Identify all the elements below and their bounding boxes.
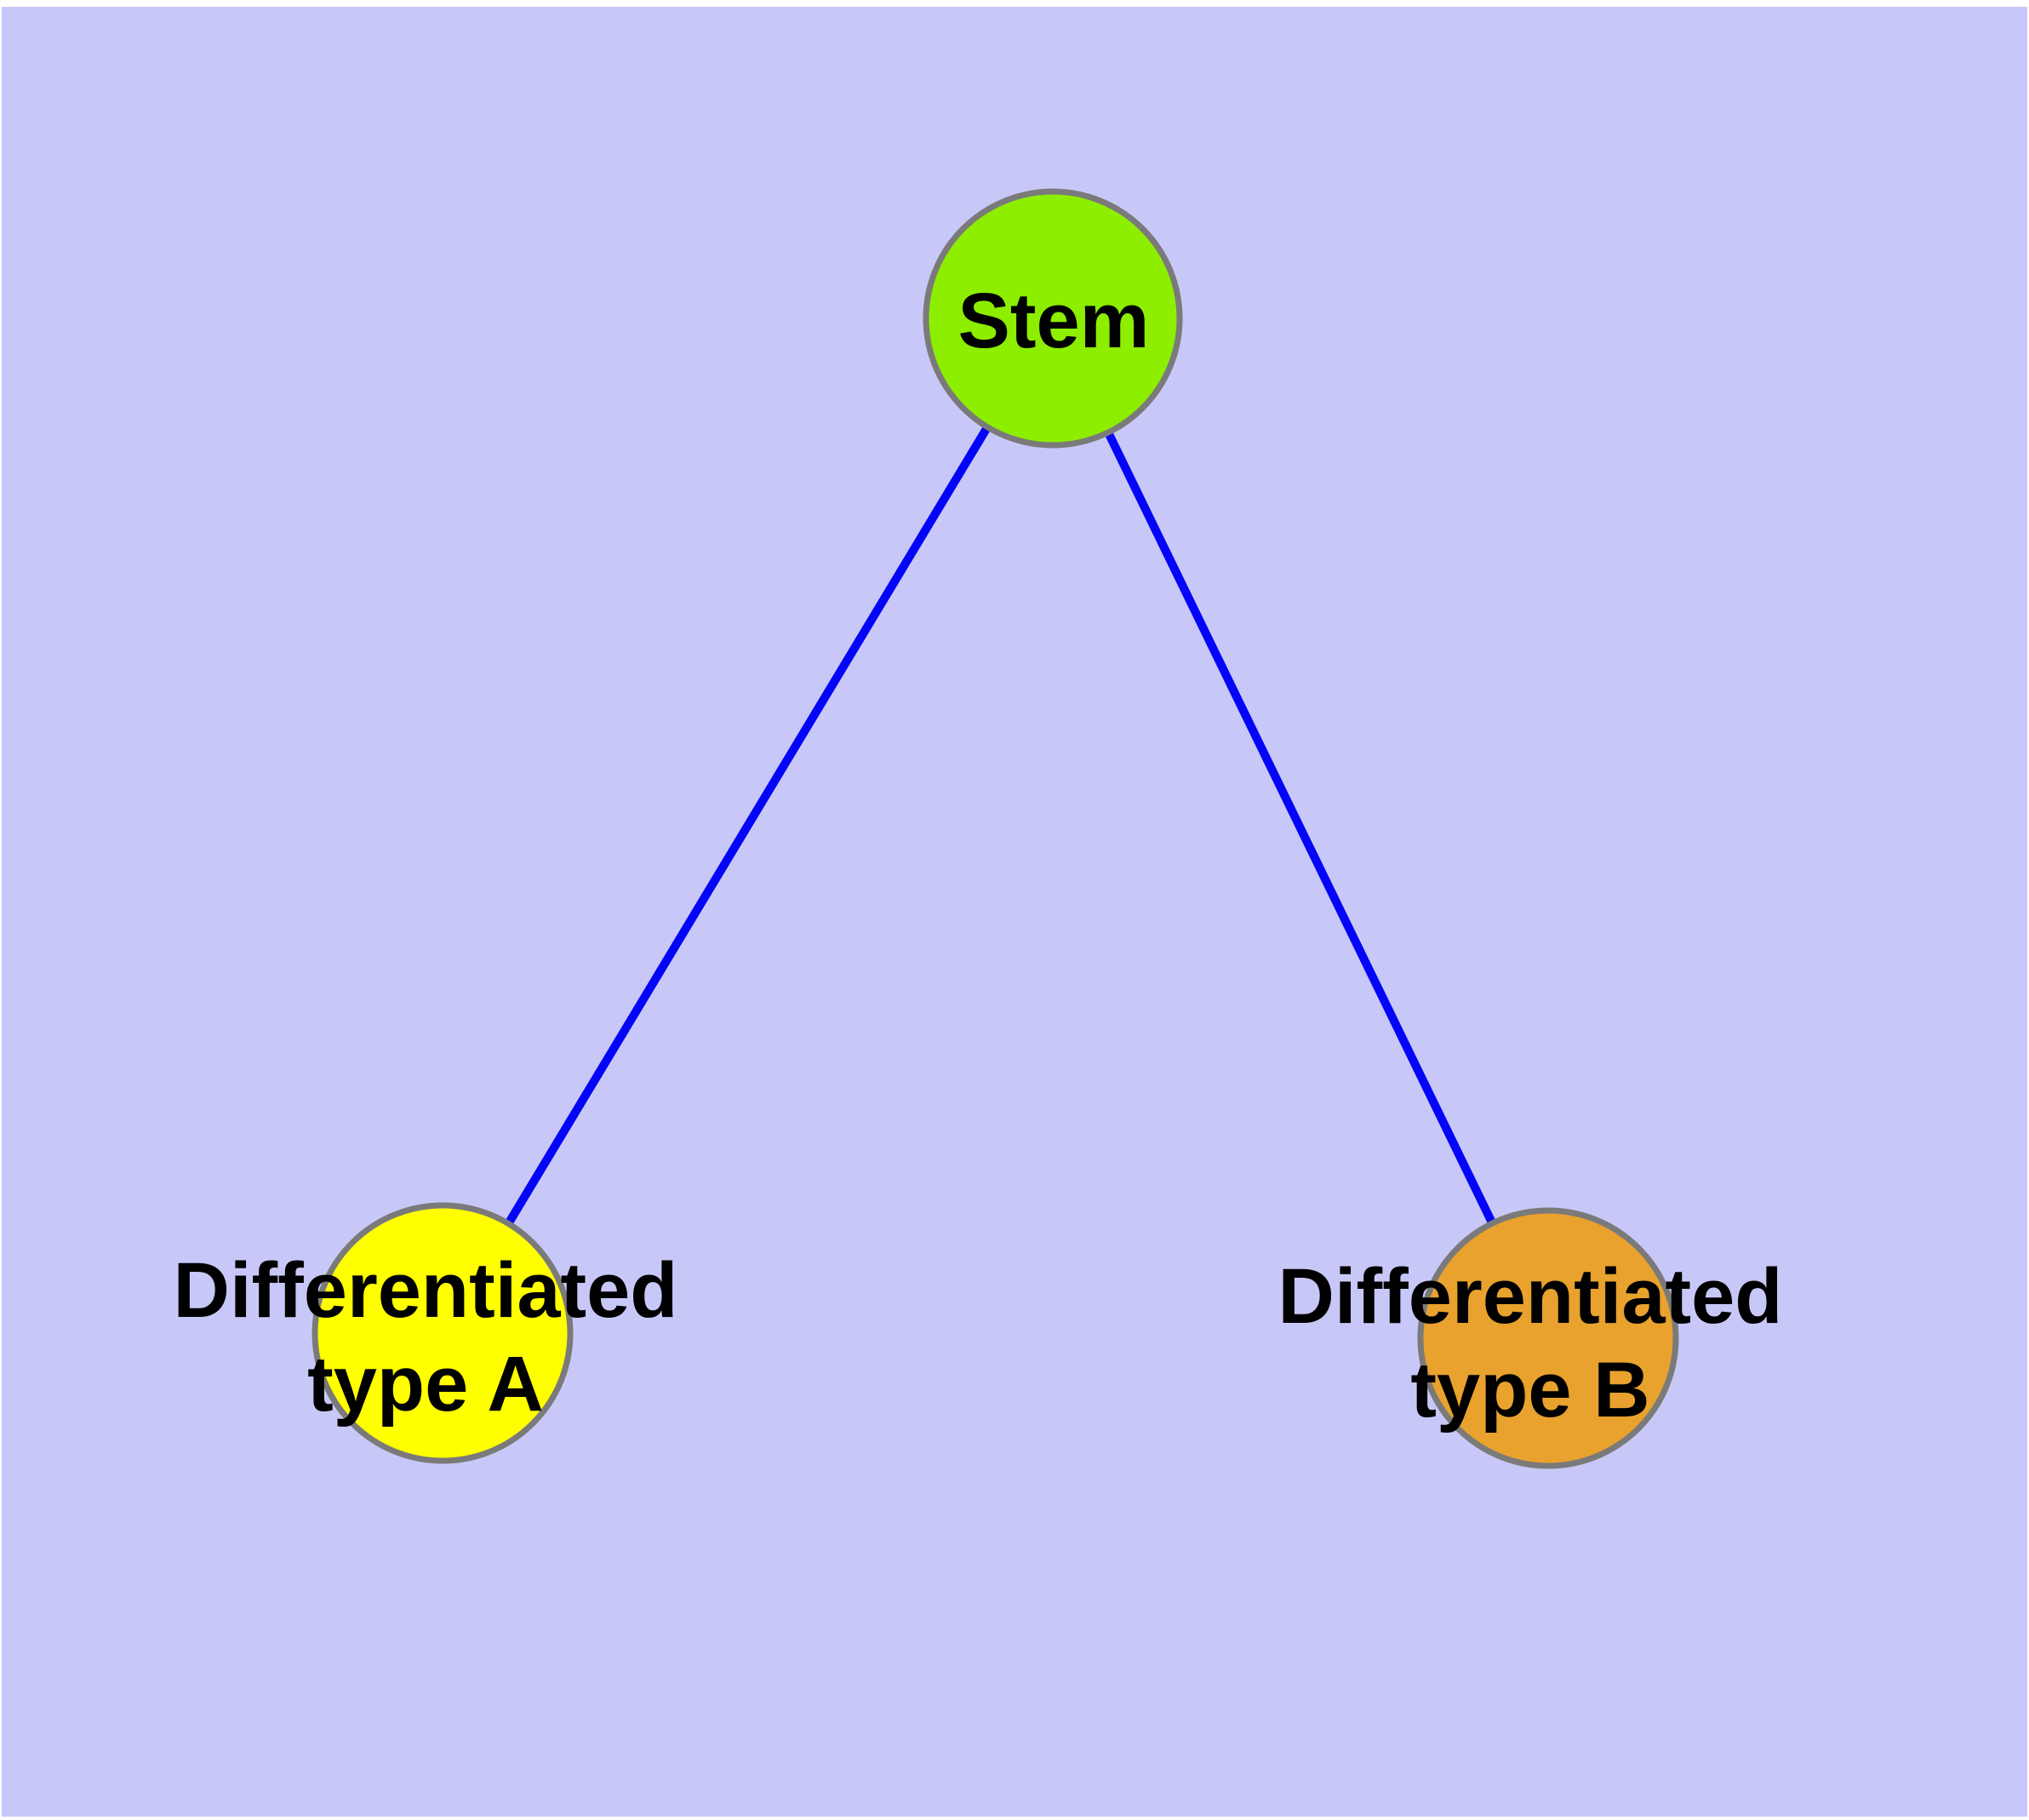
- node-differentiated-type-a: [311, 1202, 574, 1464]
- node-type-b-label-line1: Differentiated: [1278, 1253, 1783, 1340]
- edge-stem-to-type-b: [1049, 316, 1552, 1341]
- node-differentiated-type-b: [1417, 1207, 1679, 1469]
- node-stem-label: Stem: [958, 278, 1150, 364]
- edge-stem-to-type-a: [438, 316, 1057, 1336]
- node-type-b-label-line2: type B: [1410, 1347, 1649, 1434]
- node-type-a-label-line2: type A: [307, 1341, 544, 1428]
- node-stem: [923, 188, 1183, 449]
- node-type-a-label-line1: Differentiated: [174, 1247, 678, 1334]
